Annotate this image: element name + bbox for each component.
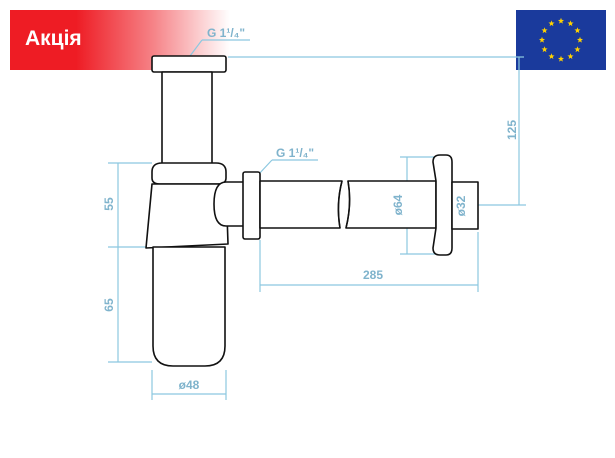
dim-285-label: 285	[363, 268, 383, 282]
side-thread-label: G 1¹/₄"	[276, 146, 314, 160]
promo-badge: Акція	[10, 10, 230, 70]
top-thread-label: G 1¹/₄"	[207, 26, 245, 40]
dim-d48-label: ø48	[179, 378, 200, 392]
flag-star-icon	[538, 36, 546, 43]
eu-flag-icon	[516, 10, 606, 70]
dim-125-label: 125	[505, 120, 519, 140]
flag-star-icon	[548, 20, 555, 27]
flag-star-icon	[541, 46, 548, 53]
flag-star-icon	[567, 20, 574, 27]
flag-star-icon	[557, 55, 565, 62]
flag-star-icon	[557, 17, 565, 24]
flag-star-icon	[574, 27, 581, 34]
flag-star-icon	[567, 53, 574, 60]
flag-star-icon	[548, 53, 555, 60]
promo-badge-label: Акція	[25, 27, 82, 50]
dim-d64-label: ø64	[391, 194, 405, 215]
dim-55-label: 55	[102, 197, 116, 211]
dim-d32-label: ø32	[454, 195, 468, 216]
flag-star-icon	[576, 36, 584, 43]
flag-star-icon	[574, 46, 581, 53]
dim-65-label: 65	[102, 298, 116, 312]
flag-star-icon	[541, 27, 548, 34]
siphon-body	[145, 55, 479, 367]
